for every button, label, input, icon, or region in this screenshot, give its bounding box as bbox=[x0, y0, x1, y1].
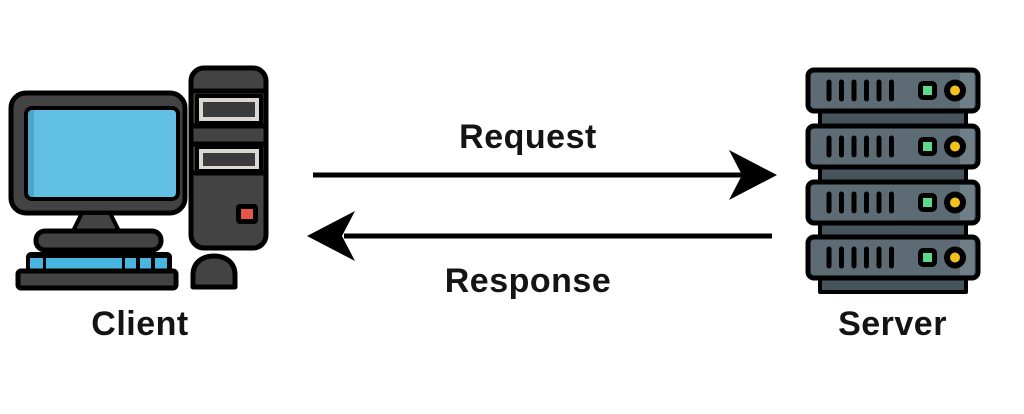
computer-tower bbox=[188, 65, 269, 251]
response-label: Response bbox=[444, 262, 612, 300]
request-arrow bbox=[313, 150, 777, 200]
keyboard bbox=[15, 252, 179, 291]
monitor bbox=[8, 90, 188, 253]
response-arrow bbox=[307, 211, 772, 261]
monitor-screen bbox=[34, 108, 178, 199]
desktop-computer-icon bbox=[8, 65, 269, 291]
drive-bay bbox=[195, 94, 263, 125]
mouse bbox=[190, 253, 238, 290]
response-arrowhead-icon bbox=[307, 211, 355, 261]
monitor-stand-base bbox=[33, 228, 164, 253]
server-rack-icon bbox=[798, 60, 990, 294]
drive-bay bbox=[195, 145, 263, 173]
power-button bbox=[236, 204, 258, 224]
server-label: Server bbox=[838, 305, 947, 343]
request-label: Request bbox=[459, 118, 597, 156]
request-arrowhead-icon bbox=[729, 150, 777, 200]
client-label: Client bbox=[91, 305, 189, 343]
